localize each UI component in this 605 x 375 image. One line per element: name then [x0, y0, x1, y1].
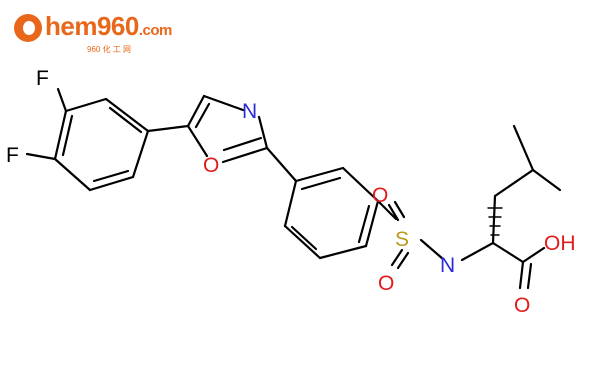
logo-c-mark: [14, 14, 42, 42]
bonds: [25, 87, 562, 290]
oxazole-nitrogen-label: N: [242, 100, 257, 123]
amide-nitrogen-label: N: [440, 254, 455, 277]
fluorine-label-1: F: [36, 67, 49, 90]
sulfonyl-oxygen-bottom-label: O: [378, 272, 394, 295]
sulfur-label: S: [395, 228, 409, 251]
fluorine-label-2: F: [6, 144, 19, 167]
hydroxyl-label: OH: [544, 232, 576, 255]
oxazole-oxygen-label: O: [203, 154, 219, 177]
site-logo: hem960.com 960 化 工 网: [14, 13, 172, 60]
atom-labels: F F N O S O O N OH O: [6, 67, 576, 317]
carbonyl-oxygen-label: O: [514, 294, 530, 317]
logo-brand-text: hem960.com: [45, 11, 172, 41]
logo-subtitle: 960 化 工 网: [87, 45, 132, 54]
sulfonyl-oxygen-top-label: O: [372, 184, 388, 207]
